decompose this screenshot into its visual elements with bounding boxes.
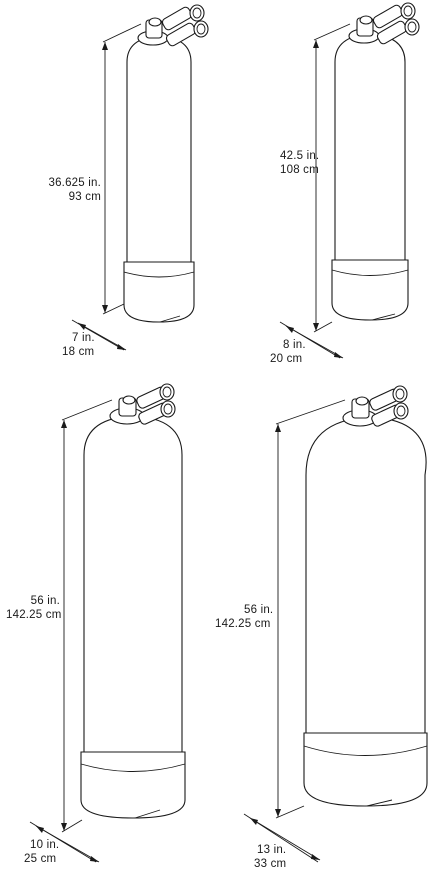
tank-3: 56 in. 142.25 cm 10 in. 25 cm xyxy=(6,383,186,865)
tank-2-diameter-dimension xyxy=(279,313,396,359)
tank-1-diameter-imperial-label: 7 in. xyxy=(72,332,95,344)
tank-4-valve-head xyxy=(342,385,409,427)
tank-3-height-metric-label: 142.25 cm xyxy=(6,609,62,621)
tank-3-body xyxy=(80,415,186,819)
tank-1-body xyxy=(123,35,195,323)
tank-1: 36.625 in. 93 cm 7 in. 18 cm xyxy=(48,4,209,358)
tank-3-valve-head xyxy=(109,383,176,425)
tank-2-height-metric-label: 108 cm xyxy=(280,164,319,176)
tank-4-body xyxy=(303,416,428,807)
tank-2-height-dimension xyxy=(313,23,351,333)
tank-4-diameter-imperial-label: 13 in. xyxy=(257,844,286,856)
tank-1-valve-head xyxy=(137,4,209,47)
tank-2-body xyxy=(331,33,409,321)
tank-3-height-imperial-label: 56 in. xyxy=(31,595,60,607)
tank-1-diameter-dimension xyxy=(71,315,181,351)
tank-2-diameter-metric-label: 20 cm xyxy=(270,353,302,365)
tank-3-diameter-dimension xyxy=(29,809,161,863)
tank-4-diameter-metric-label: 33 cm xyxy=(254,858,286,870)
tank-4-height-dimension xyxy=(275,399,346,819)
tank-3-height-dimension xyxy=(61,399,113,833)
tank-4-height-imperial-label: 56 in. xyxy=(244,604,273,616)
tank-4: 56 in. 142.25 cm 13 in. 33 cm xyxy=(215,385,428,870)
tank-1-diameter-metric-label: 18 cm xyxy=(62,346,94,358)
tank-1-height-dimension xyxy=(102,23,142,315)
tank-4-diameter-dimension xyxy=(243,799,393,863)
tank-3-diameter-metric-label: 25 cm xyxy=(24,853,56,865)
tank-4-height-metric-label: 142.25 cm xyxy=(215,618,271,630)
tank-1-height-imperial-label: 36.625 in. xyxy=(48,177,101,189)
tank-1-height-metric-label: 93 cm xyxy=(69,191,101,203)
tank-2-height-imperial-label: 42.5 in. xyxy=(280,150,319,162)
tank-2-valve-head xyxy=(348,2,420,45)
tank-2: 42.5 in. 108 cm 8 in. 20 cm xyxy=(270,2,420,365)
tank-3-diameter-imperial-label: 10 in. xyxy=(30,839,59,851)
tank-2-diameter-imperial-label: 8 in. xyxy=(283,339,306,351)
